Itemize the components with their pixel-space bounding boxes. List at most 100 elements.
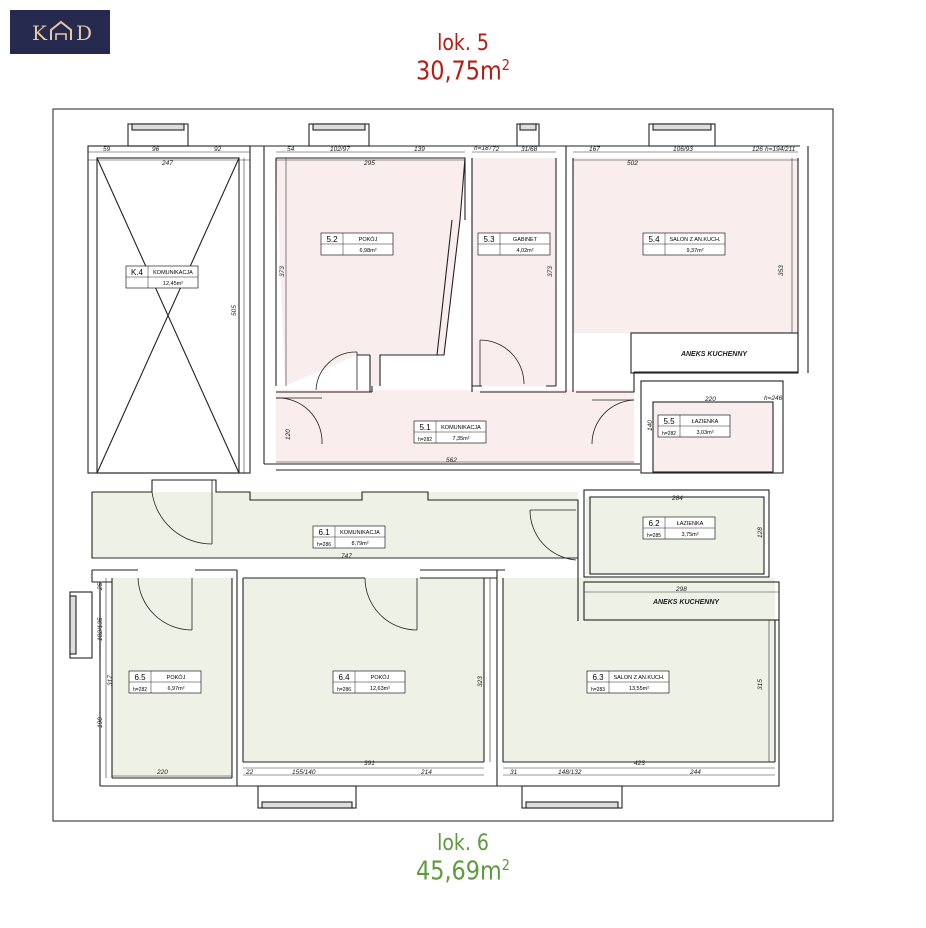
svg-text:SALON Z AN.KUCH.: SALON Z AN.KUCH. bbox=[613, 675, 665, 681]
svg-text:5.3: 5.3 bbox=[483, 235, 495, 244]
svg-text:h=286: h=286 bbox=[317, 542, 331, 548]
doors bbox=[137, 339, 635, 631]
building-outline bbox=[52, 108, 834, 822]
dim: 140 bbox=[647, 420, 654, 431]
unit5-label: lok. 5 bbox=[437, 31, 489, 56]
dim: 353 bbox=[778, 265, 785, 276]
room-label-6-2: 6.2 h=285 ŁAZIENKA 3,75m² bbox=[642, 516, 716, 540]
svg-text:6.4: 6.4 bbox=[338, 673, 350, 682]
svg-text:9,37m²: 9,37m² bbox=[686, 248, 703, 254]
dim: 284 bbox=[671, 495, 683, 502]
dim: 373 bbox=[547, 266, 554, 277]
dim: 391 bbox=[364, 760, 375, 767]
dim: 25 bbox=[97, 582, 104, 591]
dim: 244 bbox=[689, 769, 701, 776]
dim: 31 bbox=[510, 769, 518, 776]
dim: h=246 bbox=[764, 395, 783, 402]
room-label-6-1: 6.1 h=286 KOMUNIKACJA 8,79m² bbox=[312, 525, 386, 549]
svg-text:12,63m²: 12,63m² bbox=[370, 686, 390, 692]
dim: 126 bbox=[752, 146, 763, 153]
svg-text:6.2: 6.2 bbox=[648, 519, 660, 528]
unit6-title: lok. 6 45,69m2 bbox=[65, 833, 861, 885]
svg-text:3,03m²: 3,03m² bbox=[696, 430, 713, 436]
dim: 72 bbox=[492, 146, 500, 153]
dim: 102/135 bbox=[97, 617, 104, 641]
svg-text:5.1: 5.1 bbox=[419, 423, 431, 432]
svg-text:13,55m²: 13,55m² bbox=[629, 686, 649, 692]
dim: 323 bbox=[477, 676, 484, 687]
dim: 92 bbox=[214, 146, 222, 153]
logo-letter-right: D bbox=[76, 21, 92, 45]
dimension-lines bbox=[88, 151, 798, 778]
unit5-area: 30,75m2 bbox=[415, 56, 511, 87]
room-label-6-3: 6.3 h=283 SALON Z AN.KUCH. 13,55m² bbox=[586, 670, 670, 694]
unit6-label: lok. 6 bbox=[437, 831, 489, 856]
dim: 747 bbox=[341, 553, 352, 560]
dim: 31/68 bbox=[521, 146, 538, 153]
svg-text:POKÓJ: POKÓJ bbox=[371, 674, 390, 681]
dim: 148/132 bbox=[558, 769, 582, 776]
dim: 505 bbox=[231, 305, 238, 316]
svg-text:h=285: h=285 bbox=[647, 533, 661, 539]
dim: 167 bbox=[589, 146, 600, 153]
room-label-6-4: 6.4 h=286 POKÓJ 12,63m² bbox=[332, 670, 406, 694]
dim: 22 bbox=[245, 769, 254, 776]
svg-text:8,79m²: 8,79m² bbox=[351, 541, 368, 547]
room-label-5-5: 5.5 h=282 ŁAZIENKA 3,03m² bbox=[657, 414, 731, 438]
svg-text:POKÓJ: POKÓJ bbox=[359, 236, 378, 243]
dim: 423 bbox=[634, 760, 645, 767]
dim: 59 bbox=[103, 146, 111, 153]
svg-text:K.4: K.4 bbox=[131, 268, 144, 277]
svg-text:6.3: 6.3 bbox=[592, 673, 604, 682]
logo-letter-left: K bbox=[32, 21, 48, 45]
room-label-K4: K.4 KOMUNIKACJA 12,45m² bbox=[125, 265, 199, 289]
room-label-5-2: 5.2 POKÓJ 6,98m² bbox=[320, 232, 394, 256]
dimension-labels: 59 96 92 247 54 102/97 139 295 h=187 72 … bbox=[97, 145, 796, 776]
svg-text:5.4: 5.4 bbox=[648, 235, 660, 244]
dim: 120 bbox=[285, 429, 292, 440]
svg-text:h=282: h=282 bbox=[418, 437, 432, 443]
svg-text:KOMUNIKACJA: KOMUNIKACJA bbox=[153, 270, 193, 276]
dim: 247 bbox=[161, 160, 173, 167]
dim: 220 bbox=[704, 396, 716, 403]
annex-label-unit5: ANEKS KUCHENNY bbox=[680, 351, 748, 358]
unit5-title: lok. 5 30,75m2 bbox=[65, 33, 861, 85]
svg-text:POKÓJ: POKÓJ bbox=[167, 674, 186, 681]
svg-text:ŁAZIENKA: ŁAZIENKA bbox=[677, 521, 704, 527]
dim: 317 bbox=[107, 675, 114, 686]
room-label-6-5: 6.5 h=282 POKÓJ 6,97m² bbox=[128, 670, 202, 694]
unit6-area: 45,69m2 bbox=[415, 856, 511, 887]
svg-text:GABINET: GABINET bbox=[513, 237, 538, 243]
svg-text:6.1: 6.1 bbox=[318, 528, 330, 537]
svg-text:KOMUNIKACJA: KOMUNIKACJA bbox=[441, 425, 481, 431]
dim: 315 bbox=[757, 679, 764, 690]
svg-text:12,45m²: 12,45m² bbox=[163, 281, 183, 287]
dim: 562 bbox=[446, 457, 457, 464]
dim: 220 bbox=[156, 769, 168, 776]
room-labels: K.4 KOMUNIKACJA 12,45m² 5.2 POKÓJ 6,98m²… bbox=[125, 232, 731, 694]
svg-text:5.2: 5.2 bbox=[326, 235, 338, 244]
svg-text:SALON Z AN.KUCH.: SALON Z AN.KUCH. bbox=[669, 237, 721, 243]
dim: 128 bbox=[757, 527, 764, 538]
dim: 106/93 bbox=[673, 146, 693, 153]
dim: 96 bbox=[152, 146, 160, 153]
dim: h=194/211 bbox=[765, 146, 796, 153]
svg-text:KOMUNIKACJA: KOMUNIKACJA bbox=[340, 530, 380, 536]
svg-text:h=283: h=283 bbox=[591, 687, 605, 693]
svg-text:7,35m²: 7,35m² bbox=[452, 436, 469, 442]
dim: 298 bbox=[675, 586, 687, 593]
dim: h=187 bbox=[474, 145, 493, 152]
company-logo: K D bbox=[10, 10, 110, 54]
dim: 155/140 bbox=[292, 769, 316, 776]
room-label-5-4: 5.4 SALON Z AN.KUCH. 9,37m² bbox=[642, 232, 726, 256]
svg-text:h=282: h=282 bbox=[662, 431, 676, 437]
room-label-5-3: 5.3 GABINET 4,02m² bbox=[477, 232, 551, 256]
svg-text:3,75m²: 3,75m² bbox=[681, 532, 698, 538]
svg-text:6.5: 6.5 bbox=[134, 673, 146, 682]
svg-text:6,98m²: 6,98m² bbox=[359, 248, 376, 254]
dim: 102/97 bbox=[330, 146, 350, 153]
svg-text:h=282: h=282 bbox=[133, 687, 147, 693]
annex-label-unit6: ANEKS KUCHENNY bbox=[652, 599, 720, 606]
dim: 139 bbox=[414, 146, 425, 153]
